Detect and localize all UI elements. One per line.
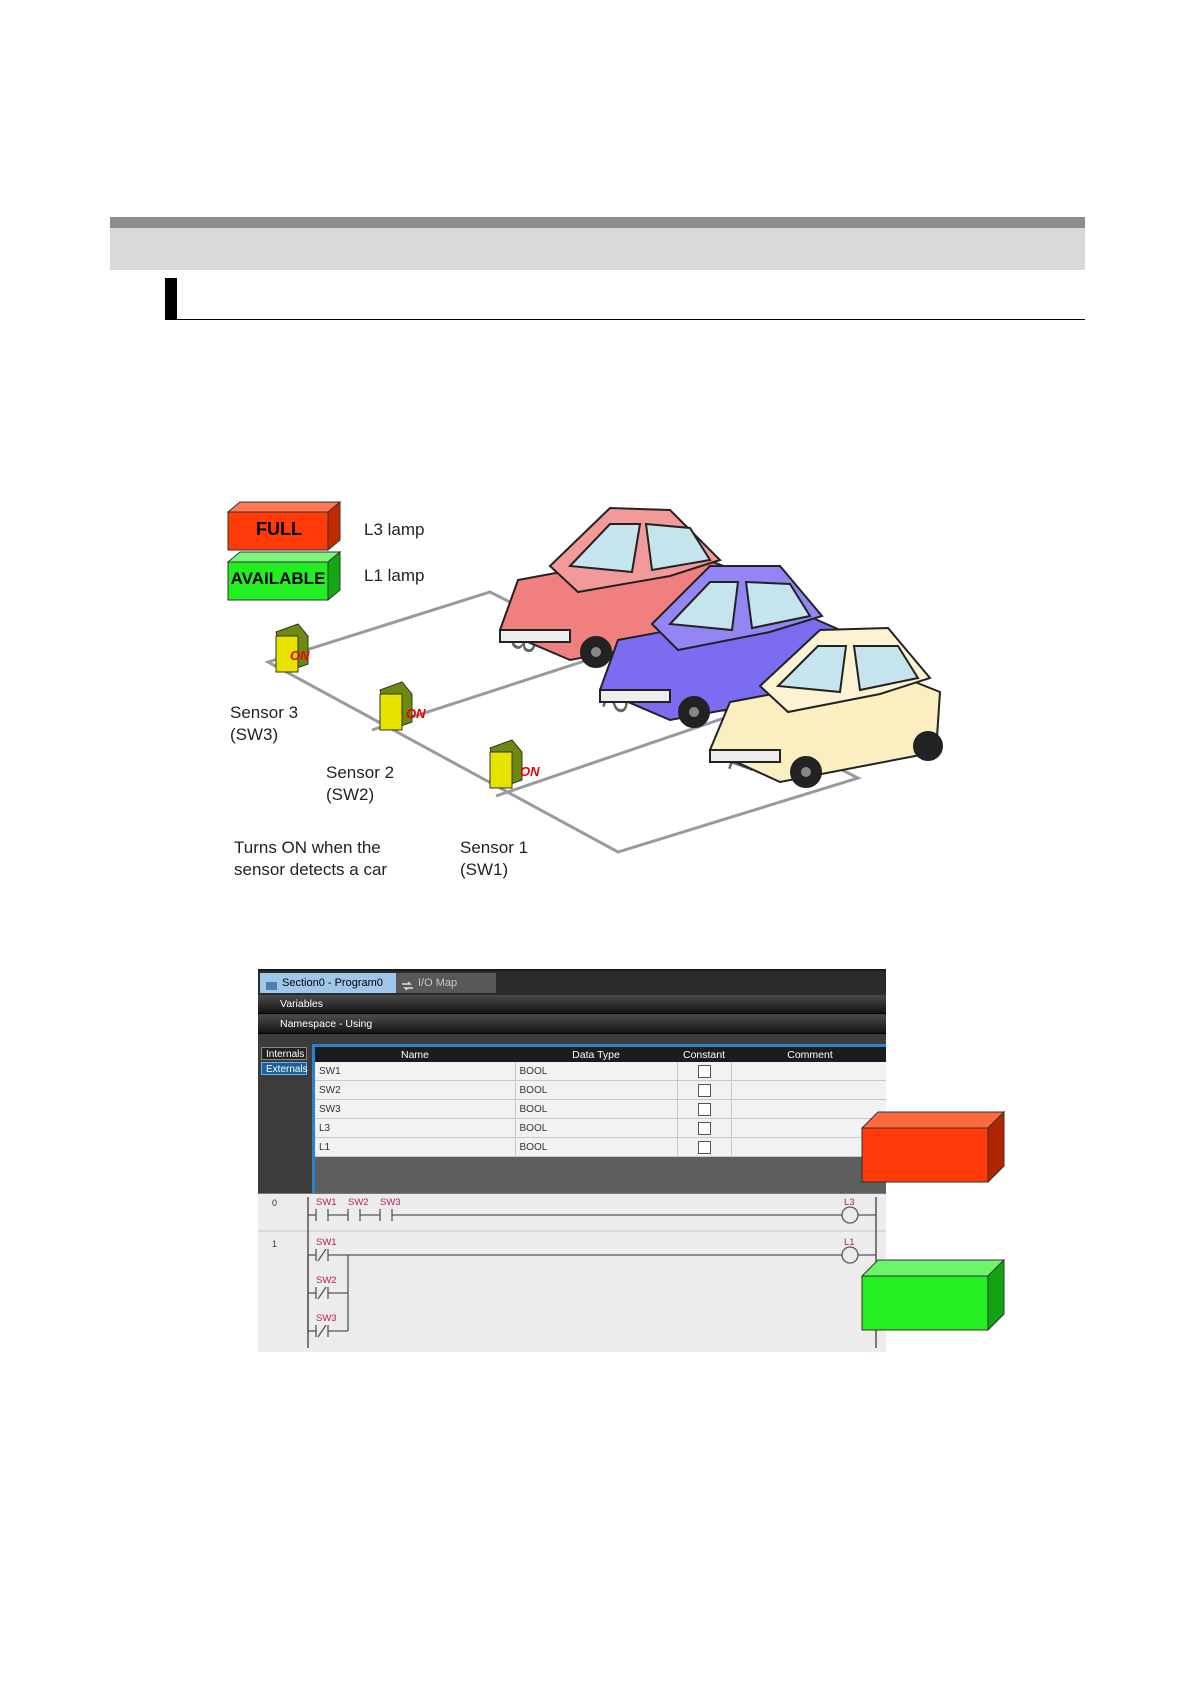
sensor-3-block	[275, 623, 309, 673]
available-lamp-label: AVAILABLE	[230, 569, 326, 588]
column-header-constant[interactable]: Constant	[677, 1047, 731, 1062]
var-comment[interactable]	[731, 1080, 886, 1100]
var-type[interactable]: BOOL	[515, 1062, 678, 1081]
variables-header[interactable]: Variables	[258, 995, 886, 1014]
constant-checkbox[interactable]	[697, 1064, 711, 1078]
subsection-marker	[165, 278, 177, 320]
column-header-name[interactable]: Name	[315, 1047, 515, 1062]
table-row[interactable]: SW3 BOOL	[315, 1099, 886, 1119]
column-header-data-type[interactable]: Data Type	[515, 1047, 677, 1062]
available-output-box	[860, 1258, 1006, 1332]
sensor-2-caption: Sensor 2 (SW2)	[326, 763, 395, 804]
tab-label: I/O Map	[418, 977, 458, 989]
rung-1-wiring	[307, 1246, 876, 1338]
subsection-underline	[165, 319, 1085, 320]
sensor-3-caption: Sensor 3 (SW3)	[230, 703, 299, 744]
program-icon	[266, 978, 277, 990]
sensor-1-on-badge: ON	[520, 764, 540, 779]
sensor-1-block	[489, 739, 523, 789]
car-cream	[708, 626, 943, 788]
contact-label[interactable]: SW1	[316, 1237, 337, 1248]
column-header-comment[interactable]: Comment	[731, 1047, 886, 1062]
sysmac-window: Section0 - Program0 × I/O Map Variables …	[258, 969, 886, 1352]
tab-bar: Section0 - Program0 × I/O Map	[258, 969, 886, 995]
ladder-editor[interactable]: 0 1 SW1 SW2 SW3 L3 SW1 SW2 SW3 L1	[258, 1193, 886, 1352]
constant-checkbox[interactable]	[697, 1140, 711, 1154]
rung-number: 1	[272, 1239, 278, 1249]
var-type[interactable]: BOOL	[515, 1080, 678, 1100]
contact-label[interactable]: SW3	[380, 1197, 401, 1208]
full-lamp-label: FULL	[256, 519, 302, 539]
namespace-header[interactable]: Namespace - Using	[258, 1015, 886, 1034]
l1-lamp-text: L1 lamp	[364, 566, 425, 585]
ladder-diagram	[258, 1193, 886, 1348]
var-name[interactable]: L1	[315, 1137, 516, 1157]
var-comment[interactable]	[731, 1099, 886, 1119]
coil-label[interactable]: L3	[844, 1197, 855, 1208]
contact-label[interactable]: SW2	[316, 1275, 337, 1286]
available-lamp-box	[226, 550, 342, 602]
parking-illustration: 3 2 1	[200, 480, 1020, 900]
var-comment[interactable]	[731, 1062, 886, 1081]
var-name[interactable]: SW1	[315, 1062, 516, 1081]
var-name[interactable]: L3	[315, 1118, 516, 1138]
externals-button[interactable]: Externals	[261, 1062, 308, 1075]
var-type[interactable]: BOOL	[515, 1099, 678, 1119]
var-comment[interactable]	[731, 1118, 886, 1138]
parking-drawing: 3 2 1	[226, 500, 943, 854]
contact-label[interactable]: SW3	[316, 1313, 337, 1324]
section-header-band	[110, 228, 1085, 270]
constant-checkbox[interactable]	[697, 1083, 711, 1097]
rung-number: 0	[272, 1198, 278, 1208]
variable-table: Name Data Type Constant Comment SW1 BOOL…	[312, 1044, 886, 1197]
sensor-3-on-badge: ON	[290, 648, 310, 663]
sensor-2-block	[379, 681, 413, 731]
full-lamp-box	[226, 500, 342, 552]
internals-button[interactable]: Internals	[261, 1047, 307, 1060]
table-row[interactable]: SW1 BOOL	[315, 1062, 886, 1081]
io-map-icon	[402, 978, 413, 991]
tab-label: Section0 - Program0	[282, 977, 383, 989]
contact-label[interactable]: SW2	[348, 1197, 369, 1208]
constant-checkbox[interactable]	[697, 1121, 711, 1135]
constant-checkbox[interactable]	[697, 1102, 711, 1116]
var-type[interactable]: BOOL	[515, 1137, 678, 1157]
var-name[interactable]: SW3	[315, 1099, 516, 1119]
coil-label[interactable]: L1	[844, 1237, 855, 1248]
sensor-1-caption: Sensor 1 (SW1)	[460, 838, 529, 879]
l3-lamp-text: L3 lamp	[364, 520, 425, 539]
table-row[interactable]: L3 BOOL	[315, 1118, 886, 1138]
sensor-2-on-badge: ON	[406, 706, 426, 721]
rung-0-wiring	[308, 1206, 876, 1224]
tab-io-map[interactable]: I/O Map	[396, 973, 496, 993]
full-output-box	[860, 1110, 1006, 1184]
sensor-note: Turns ON when the sensor detects a car	[234, 838, 388, 879]
var-name[interactable]: SW2	[315, 1080, 516, 1100]
contact-label[interactable]: SW1	[316, 1197, 337, 1208]
var-type[interactable]: BOOL	[515, 1118, 678, 1138]
var-comment[interactable]	[731, 1137, 886, 1157]
table-row[interactable]: L1 BOOL	[315, 1137, 886, 1157]
table-row[interactable]: SW2 BOOL	[315, 1080, 886, 1100]
section-header-bar	[110, 217, 1085, 228]
